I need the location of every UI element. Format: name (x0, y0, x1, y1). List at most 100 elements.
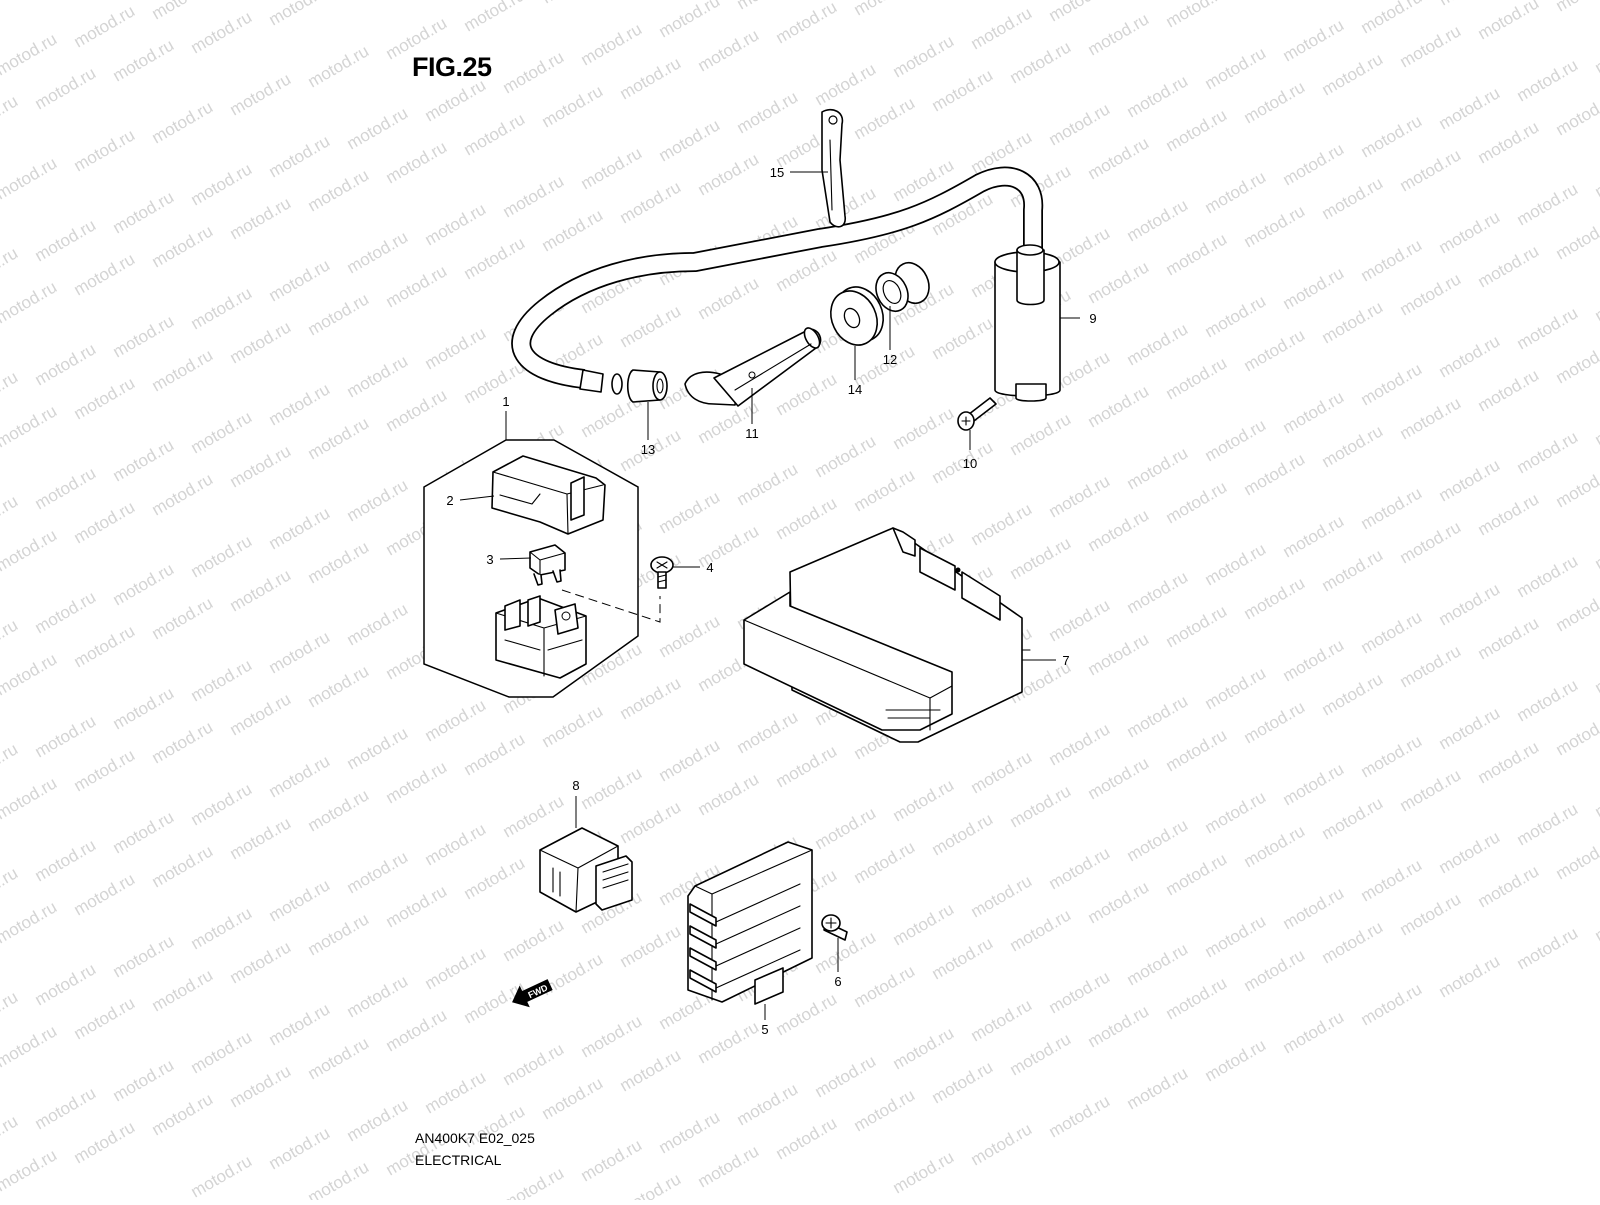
watermark-text: motod.ru (656, 611, 724, 661)
watermark-text: motod.ru (1241, 573, 1309, 623)
watermark-text: motod.ru (1241, 77, 1309, 127)
watermark-text: motod.ru (1397, 641, 1465, 691)
watermark-text: motod.ru (773, 1113, 841, 1163)
watermark-text: motod.ru (149, 469, 217, 519)
watermark-text: motod.ru (1280, 511, 1348, 561)
watermark-text: motod.ru (1553, 0, 1600, 15)
watermark-text: motod.ru (734, 459, 802, 509)
watermark-text: motod.ru (32, 339, 100, 389)
watermark-text: motod.ru (1085, 629, 1153, 679)
watermark-text: motod.ru (1397, 765, 1465, 815)
watermark-text: motod.ru (734, 707, 802, 757)
watermark-text: motod.ru (1592, 151, 1600, 201)
watermark-text: motod.ru (32, 1083, 100, 1133)
watermark-text: motod.ru (734, 0, 802, 13)
watermark-text: motod.ru (968, 3, 1036, 53)
watermark-text: motod.ru (539, 949, 607, 999)
watermark-text: motod.ru (773, 989, 841, 1039)
watermark-text: motod.ru (1202, 663, 1270, 713)
watermark-text: motod.ru (929, 809, 997, 859)
watermark-text: motod.ru (812, 59, 880, 109)
watermark-text: motod.ru (1358, 979, 1426, 1029)
watermark-text: motod.ru (149, 345, 217, 395)
watermark-text: motod.ru (0, 615, 21, 665)
watermark-text: motod.ru (305, 1157, 373, 1200)
watermark-text: motod.ru (1163, 973, 1231, 1023)
watermark-text: motod.ru (266, 503, 334, 553)
watermark-text: motod.ru (929, 933, 997, 983)
watermark-text: motod.ru (1553, 709, 1600, 759)
watermark-text: motod.ru (0, 773, 60, 823)
watermark-text: motod.ru (578, 763, 646, 813)
watermark-text: motod.ru (149, 0, 217, 23)
watermark-text: motod.ru (539, 81, 607, 131)
watermark-text: motod.ru (1436, 455, 1504, 505)
watermark-text: motod.ru (383, 385, 451, 435)
watermark-text: motod.ru (383, 757, 451, 807)
watermark-text: motod.ru (227, 689, 295, 739)
watermark-text: motod.ru (305, 289, 373, 339)
watermark-text: motod.ru (344, 0, 412, 1)
watermark-text: motod.ru (344, 971, 412, 1021)
watermark-text: motod.ru (695, 25, 763, 75)
watermark-text: motod.ru (890, 403, 958, 453)
watermark-text: motod.ru (344, 351, 412, 401)
watermark-text: motod.ru (1475, 241, 1543, 291)
watermark-text: motod.ru (1592, 895, 1600, 945)
watermark-text: motod.ru (1280, 1007, 1348, 1057)
watermark-text: motod.ru (0, 91, 21, 141)
watermark-text: motod.ru (0, 491, 21, 541)
figure-title: FIG.25 (412, 52, 492, 83)
watermark-text: motod.ru (890, 1147, 958, 1197)
watermark-text: motod.ru (1163, 353, 1231, 403)
watermark-text: motod.ru (266, 0, 334, 29)
watermark-text: motod.ru (461, 357, 529, 407)
watermark-text: motod.ru (695, 149, 763, 199)
watermark-text: motod.ru (344, 103, 412, 153)
watermark-text: motod.ru (500, 791, 568, 841)
watermark-text: motod.ru (149, 965, 217, 1015)
watermark-text: motod.ru (500, 915, 568, 965)
watermark-text: motod.ru (1241, 945, 1309, 995)
watermark-text: motod.ru (422, 943, 490, 993)
watermark-text: motod.ru (227, 937, 295, 987)
watermark-text: motod.ru (1046, 1091, 1114, 1141)
watermark-text: motod.ru (0, 243, 21, 293)
callout-9: 9 (1089, 311, 1096, 326)
watermark-text: motod.ru (1592, 27, 1600, 77)
watermark-text: motod.ru (1085, 1001, 1153, 1051)
watermark-text: motod.ru (695, 273, 763, 323)
watermark-text: motod.ru (188, 7, 256, 57)
watermark-text: motod.ru (773, 369, 841, 419)
watermark-text: motod.ru (1397, 517, 1465, 567)
watermark-text: motod.ru (422, 323, 490, 373)
watermark-text: motod.ru (500, 171, 568, 221)
watermark-text: motod.ru (539, 1073, 607, 1123)
watermark-text: motod.ru (1202, 415, 1270, 465)
watermark-text: motod.ru (1124, 815, 1192, 865)
watermark-text: motod.ru (1397, 269, 1465, 319)
watermark-text: motod.ru (1241, 449, 1309, 499)
watermark-text: motod.ru (617, 301, 685, 351)
seal (580, 370, 667, 402)
watermark-text: motod.ru (1592, 523, 1600, 573)
callout-14: 14 (848, 382, 862, 397)
watermark-text: motod.ru (32, 835, 100, 885)
watermark-text: motod.ru (851, 93, 919, 143)
watermark-text: motod.ru (1358, 111, 1426, 161)
watermark-text: motod.ru (1436, 951, 1504, 1001)
watermark-text: motod.ru (1280, 759, 1348, 809)
watermark-text: motod.ru (1046, 843, 1114, 893)
watermark-text: motod.ru (188, 903, 256, 953)
watermark-text: motod.ru (461, 109, 529, 159)
watermark-text: motod.ru (1124, 939, 1192, 989)
watermark-text: motod.ru (1475, 737, 1543, 787)
watermark-text: motod.ru (227, 317, 295, 367)
watermark-text: motod.ru (1124, 195, 1192, 245)
watermark-text: motod.ru (1553, 213, 1600, 263)
watermark-text: motod.ru (1241, 0, 1309, 3)
watermark-text: motod.ru (1592, 771, 1600, 821)
watermark-text: motod.ru (71, 373, 139, 423)
watermark-text: motod.ru (890, 775, 958, 825)
watermark-text: motod.ru (71, 993, 139, 1043)
